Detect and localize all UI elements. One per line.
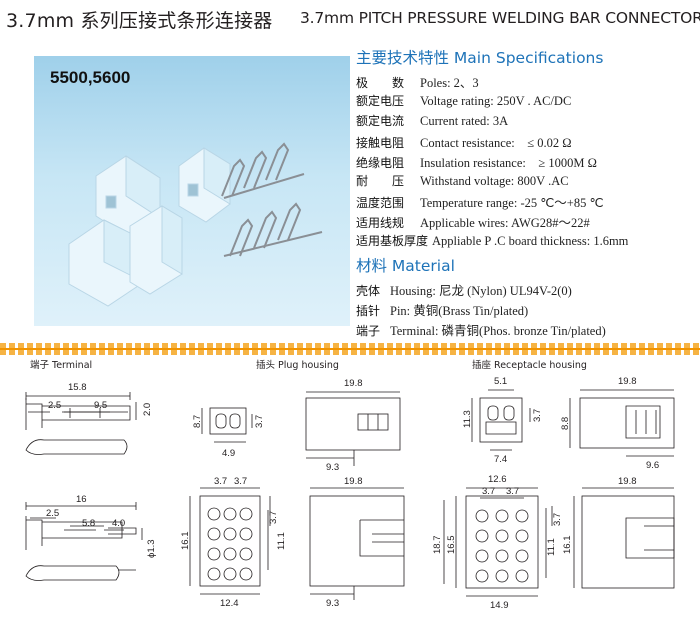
title-english: 3.7mm PITCH PRESSURE WELDING BAR CONNECT…: [300, 9, 700, 27]
dim-receptacle-7-4: 7.4: [494, 454, 507, 465]
connector-illustration: [68, 142, 323, 307]
dim-receptacle-5-1: 5.1: [494, 376, 507, 387]
dim-receptacle-3-7-a: 3.7: [532, 409, 543, 422]
dim-plug-8-7: 8.7: [192, 415, 203, 428]
dim-terminal-5-8: 5.8: [82, 518, 95, 529]
dim-receptacle-19-8-b: 19.8: [618, 476, 637, 487]
dim-terminal-2-5: 2.5: [48, 400, 61, 411]
dim-receptacle-16-5: 16.5: [446, 536, 457, 555]
dim-terminal-9-5: 9.5: [94, 400, 107, 411]
material-title: 材料 Material: [356, 257, 455, 275]
dim-plug-19-8-a: 19.8: [344, 378, 363, 389]
dim-plug-3-7-b: 3.7: [214, 476, 227, 487]
receptacle-housing-label: 插座 Receptacle housing: [472, 360, 587, 371]
dim-receptacle-18-7: 18.7: [432, 536, 443, 555]
dim-receptacle-11-1: 11.1: [546, 538, 557, 556]
dim-receptacle-9-6: 9.6: [646, 460, 659, 471]
main-specifications-title: 主要技术特性 Main Specifications: [356, 49, 604, 67]
dim-plug-11-1: 11.1: [276, 532, 287, 550]
dim-plug-3-7-c: 3.7: [234, 476, 247, 487]
dim-receptacle-11-3: 11.3: [462, 410, 473, 428]
dim-plug-19-8-b: 19.8: [344, 476, 363, 487]
dim-terminal-dia-1-3: ϕ1.3: [146, 539, 157, 558]
dim-terminal-15-8: 15.8: [68, 382, 87, 393]
dim-receptacle-19-8-a: 19.8: [618, 376, 637, 387]
dim-plug-3-7-a: 3.7: [254, 415, 265, 428]
dim-receptacle-3-7-d: 3.7: [552, 513, 563, 526]
dim-receptacle-16-1: 16.1: [562, 536, 573, 555]
dim-receptacle-12-6: 12.6: [488, 474, 507, 485]
dim-receptacle-3-7-c: 3.7: [506, 486, 519, 497]
dim-terminal-2-5-b: 2.5: [46, 508, 59, 519]
dim-plug-3-7-d: 3.7: [268, 511, 279, 524]
page-header: 3.7mm 系列压接式条形连接器 3.7mm PITCH PRESSURE WE…: [0, 0, 700, 34]
dim-receptacle-14-9: 14.9: [490, 600, 509, 611]
dim-plug-9-3-b: 9.3: [326, 598, 339, 609]
dim-plug-16-1: 16.1: [180, 532, 191, 551]
technical-drawings: 15.8 2.5 9.5 2.0 16 2.5 5.8 4.0 ϕ1.3 8.7…: [25, 376, 675, 611]
divider-line: [0, 348, 700, 350]
dim-terminal-16: 16: [76, 494, 87, 505]
dim-terminal-2-0: 2.0: [142, 403, 153, 416]
terminal-label: 端子 Terminal: [30, 360, 93, 371]
product-photo: 5500,5600: [34, 56, 350, 326]
dim-receptacle-8-8: 8.8: [560, 417, 571, 430]
dim-plug-4-9: 4.9: [222, 448, 235, 459]
dim-terminal-4-0: 4.0: [112, 518, 125, 529]
dim-plug-9-3-a: 9.3: [326, 462, 339, 473]
model-number: 5500,5600: [50, 68, 131, 87]
dim-plug-12-4: 12.4: [220, 598, 239, 609]
plug-housing-label: 插头 Plug housing: [256, 360, 339, 371]
title-chinese: 3.7mm 系列压接式条形连接器: [6, 10, 273, 32]
dim-receptacle-3-7-b: 3.7: [482, 486, 495, 497]
